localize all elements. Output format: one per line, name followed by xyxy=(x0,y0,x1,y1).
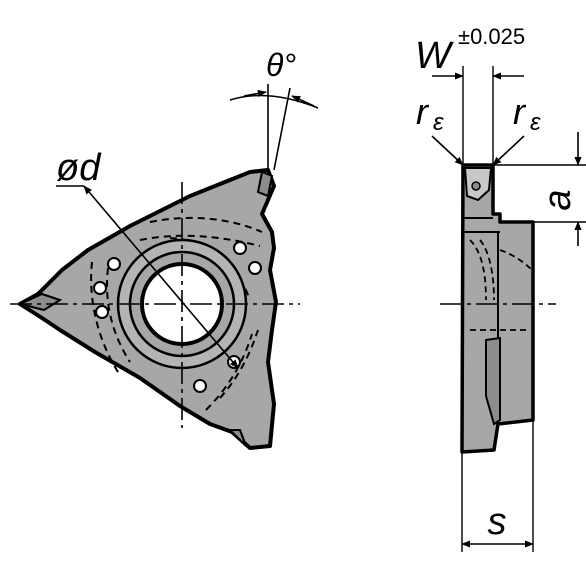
radius-left-leader xyxy=(431,135,464,166)
angle-flank-line xyxy=(273,87,291,171)
top-tip-detail xyxy=(256,170,274,198)
left-tip-detail xyxy=(16,292,63,312)
thickness-label: s xyxy=(488,501,507,543)
radius-right-leader xyxy=(492,135,525,166)
width-label: W xyxy=(415,35,454,77)
tolerance-label: ±0.025 xyxy=(458,24,525,49)
front-view xyxy=(10,84,319,450)
diameter-dim-line xyxy=(83,185,239,369)
radius-left-label: r xyxy=(416,91,430,132)
side-view xyxy=(431,66,586,552)
side-hidden-lines xyxy=(469,239,533,331)
depth-label: a xyxy=(537,189,579,210)
diameter-label: ød xyxy=(56,147,102,189)
radius-right-sub: ε xyxy=(530,109,541,136)
angle-label: θ° xyxy=(266,47,296,83)
radius-left-sub: ε xyxy=(433,109,444,136)
angle-arc xyxy=(229,94,319,109)
bottom-tip-detail xyxy=(227,429,247,447)
side-inner-lines xyxy=(463,217,501,426)
radius-right-label: r xyxy=(513,91,527,132)
